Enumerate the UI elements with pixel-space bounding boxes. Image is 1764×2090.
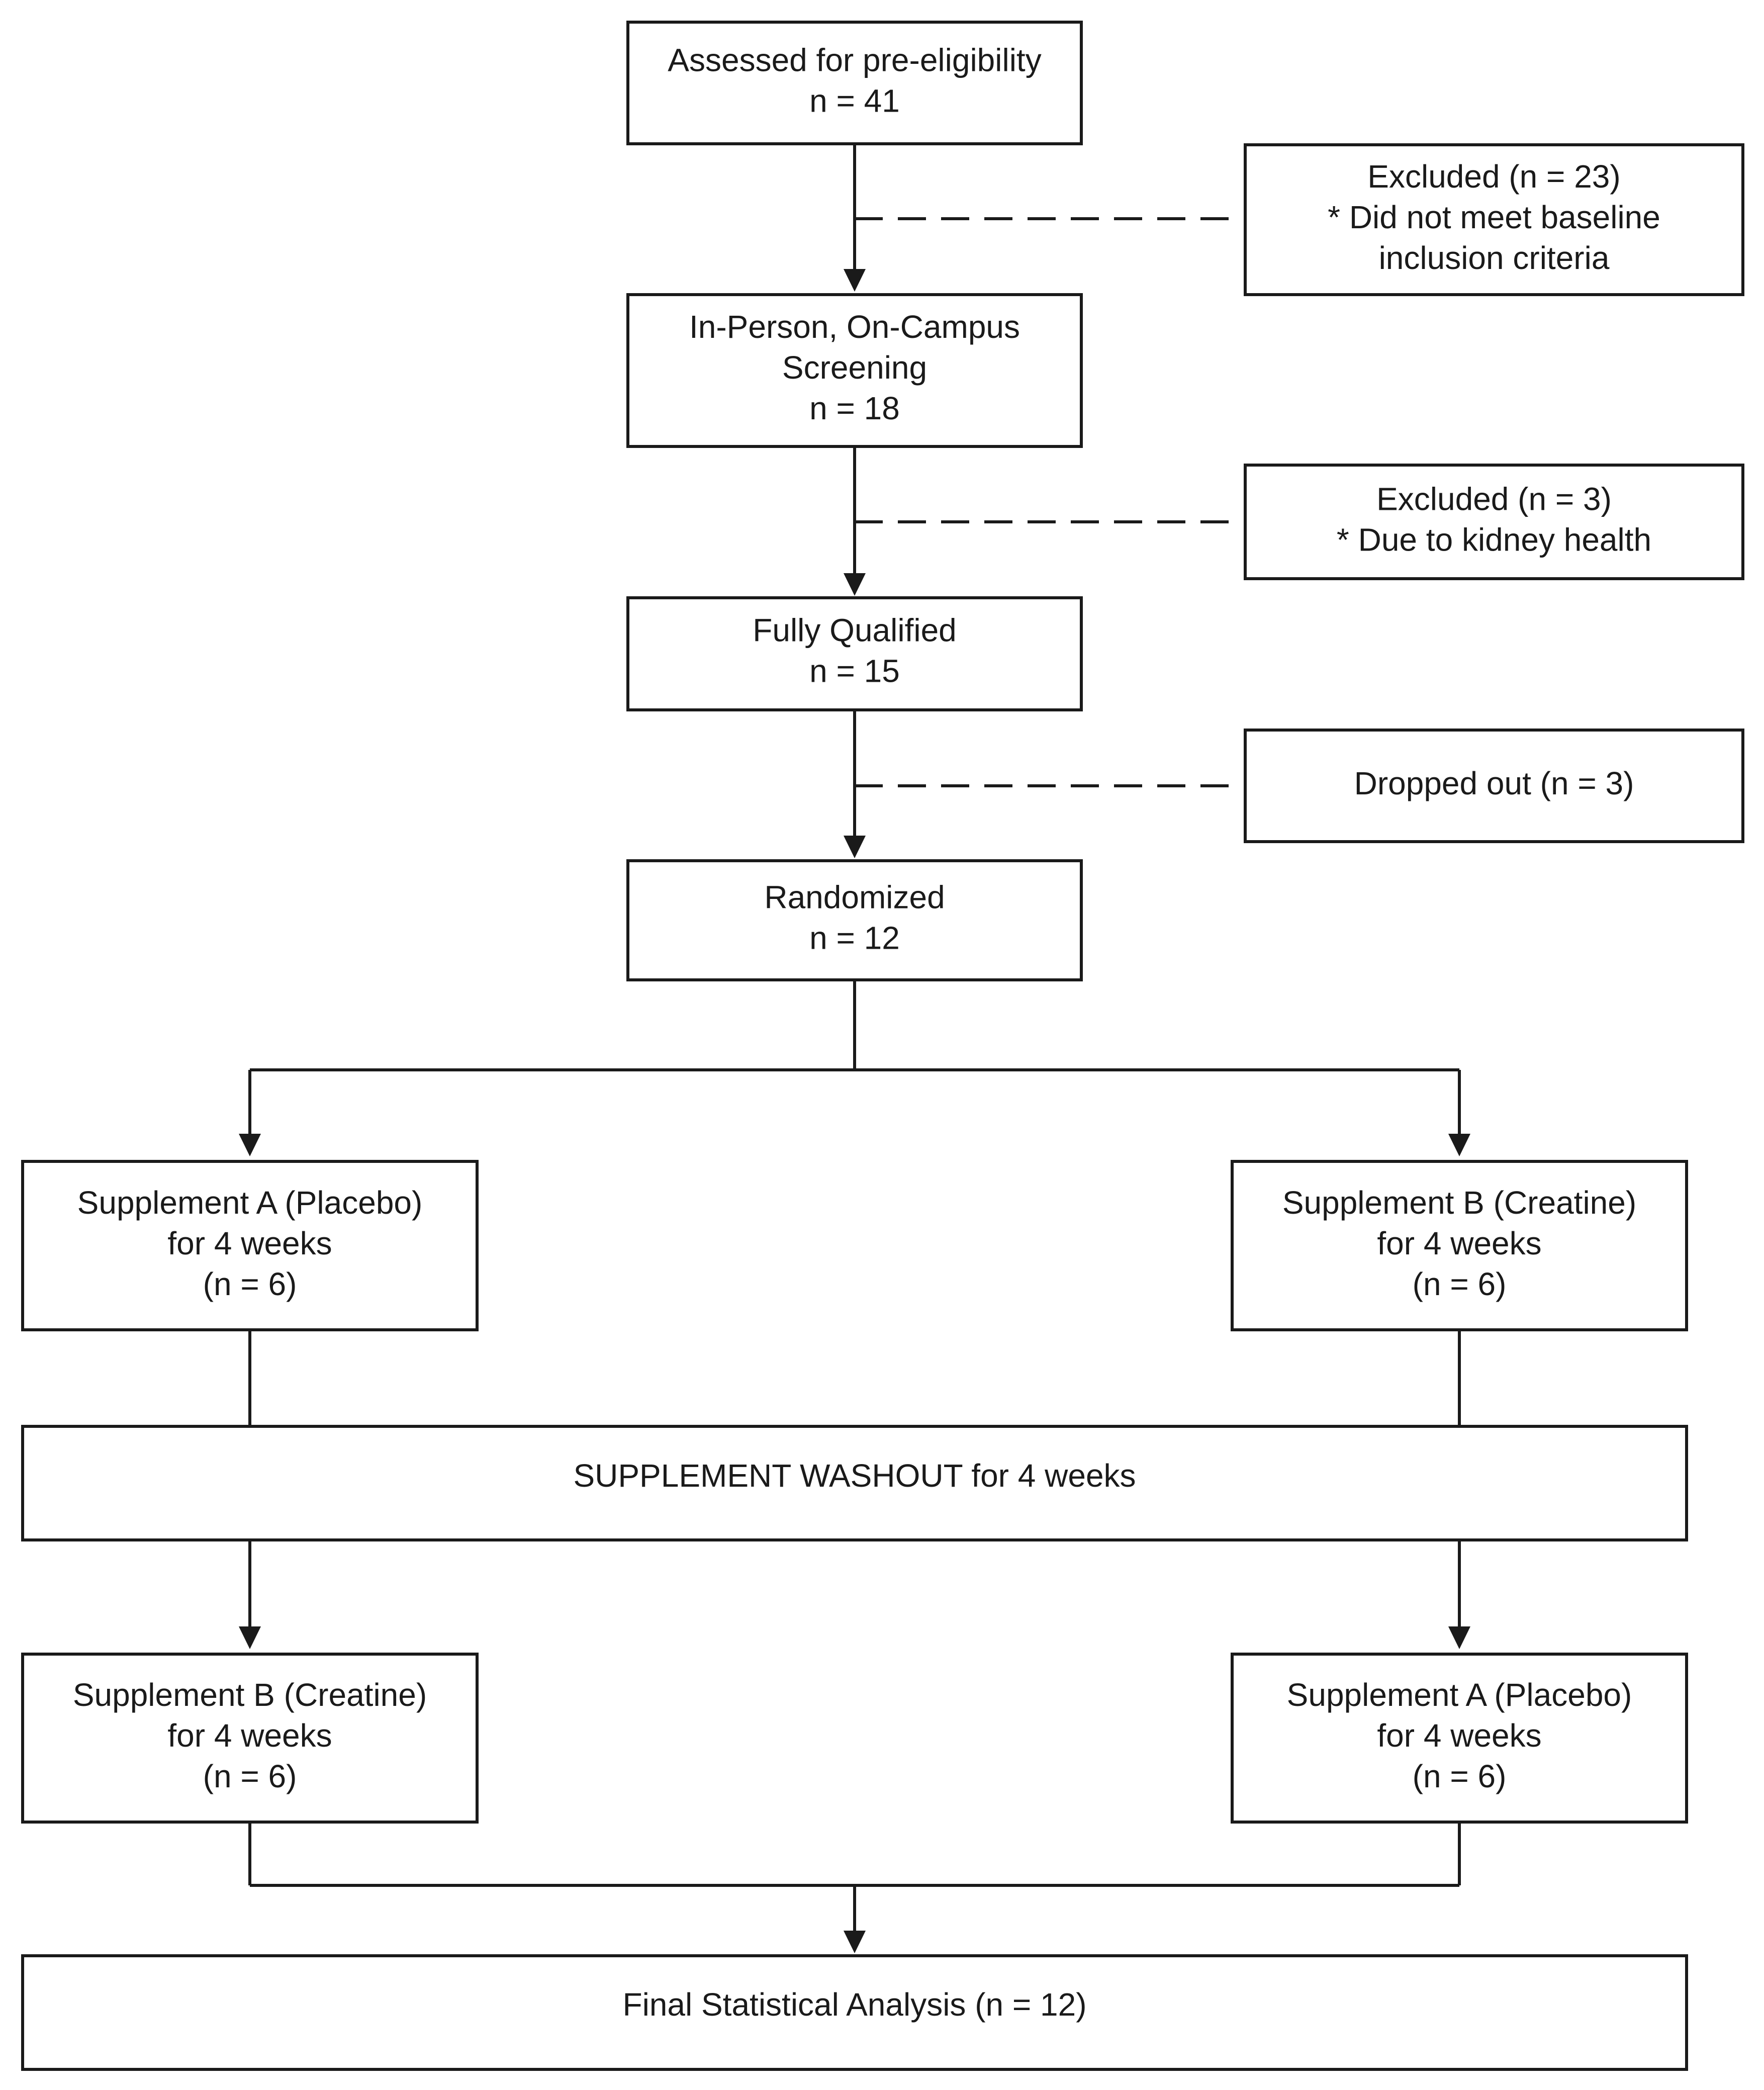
arrow-into-qualified <box>844 573 866 596</box>
arrow-into-final-analysis <box>844 1931 866 1953</box>
box-right-phase2-text-line-1: Supplement A (Placebo) <box>1287 1677 1632 1713</box>
box-fully-qualified: Fully Qualified n = 15 <box>626 596 1083 711</box>
box-pre-eligibility-text-line-2: n = 41 <box>809 82 900 119</box>
box-pre-eligibility-text-line-1: Assessed for pre-eligibility <box>668 42 1041 78</box>
box-pre-eligibility-border <box>626 21 1083 145</box>
arrow-into-randomized <box>844 836 866 858</box>
box-washout-text-line-1: SUPPLEMENT WASHOUT for 4 weeks <box>573 1458 1136 1494</box>
box-pre-eligibility: Assessed for pre-eligibility n = 41 <box>626 21 1083 145</box>
box-excluded-kidney-border <box>1244 464 1744 580</box>
box-right-phase1-border <box>1231 1160 1688 1331</box>
box-randomized: Randomized n = 12 <box>626 859 1083 981</box>
box-washout-border <box>21 1425 1688 1541</box>
box-excluded-baseline-text-line-1: Excluded (n = 23) <box>1367 158 1620 195</box>
box-washout: SUPPLEMENT WASHOUT for 4 weeks <box>21 1425 1688 1541</box>
box-right-phase2-border <box>1231 1653 1688 1824</box>
box-right-phase1: Supplement B (Creatine) for 4 weeks (n = 6… <box>1231 1160 1688 1331</box>
box-final-analysis: Final Statistical Analysis (n = 12) <box>21 1954 1688 2071</box>
box-excluded-kidney: Excluded (n = 3) * Due to kidney health <box>1244 464 1744 580</box>
arrow-into-left-phase1 <box>239 1134 261 1156</box>
box-right-phase1-text-line-2: for 4 weeks <box>1377 1225 1541 1261</box>
box-excluded-baseline-text-line-3: inclusion criteria <box>1379 240 1610 276</box>
box-dropped-out: Dropped out (n = 3) <box>1244 729 1744 843</box>
box-left-phase1-text-line-1: Supplement A (Placebo) <box>77 1185 423 1221</box>
box-randomized-text-line-1: Randomized <box>764 879 945 915</box>
arrow-into-screening <box>844 269 866 292</box>
box-fully-qualified-text-line-1: Fully Qualified <box>753 612 957 648</box>
box-right-phase2-text-line-3: (n = 6) <box>1413 1758 1507 1794</box>
box-excluded-kidney-text-line-1: Excluded (n = 3) <box>1376 481 1612 517</box>
box-screening-text-line-2: Screening <box>782 349 927 386</box>
box-right-phase1-text-line-1: Supplement B (Creatine) <box>1282 1185 1636 1221</box>
box-left-phase2-text-line-3: (n = 6) <box>203 1758 297 1794</box>
box-left-phase1-text-line-2: for 4 weeks <box>167 1225 332 1261</box>
box-left-phase2-text-line-2: for 4 weeks <box>167 1717 332 1754</box>
box-excluded-baseline-border <box>1244 143 1744 296</box>
box-right-phase2-text-line-2: for 4 weeks <box>1377 1717 1541 1754</box>
box-fully-qualified-border <box>626 596 1083 711</box>
box-excluded-baseline-text-line-2: * Did not meet baseline <box>1328 199 1660 235</box>
arrow-into-right-phase2 <box>1448 1626 1470 1649</box>
box-left-phase2: Supplement B (Creatine) for 4 weeks (n = 6… <box>21 1653 479 1824</box>
box-left-phase1-text-line-3: (n = 6) <box>203 1266 297 1302</box>
box-fully-qualified-text-line-2: n = 15 <box>809 653 900 689</box>
box-randomized-border <box>626 859 1083 981</box>
connectors <box>239 144 1470 1953</box>
box-left-phase1-border <box>21 1160 479 1331</box>
box-screening-border <box>626 293 1083 448</box>
box-screening-text-line-3: n = 18 <box>809 390 900 426</box>
box-left-phase1: Supplement A (Placebo) for 4 weeks (n = 6) <box>21 1160 479 1331</box>
box-left-phase2-text-line-1: Supplement B (Creatine) <box>73 1677 427 1713</box>
arrow-into-left-phase2 <box>239 1626 261 1649</box>
box-dropped-out-text-line-1: Dropped out (n = 3) <box>1354 765 1634 801</box>
box-left-phase2-border <box>21 1653 479 1824</box>
box-final-analysis-border <box>21 1954 1688 2071</box>
box-dropped-out-border <box>1244 729 1744 843</box>
box-excluded-kidney-text-line-2: * Due to kidney health <box>1337 521 1651 558</box>
box-excluded-baseline: Excluded (n = 23) * Did not meet baseline… <box>1244 143 1744 296</box>
box-randomized-text-line-2: n = 12 <box>809 920 900 956</box>
box-screening-text-line-1: In-Person, On-Campus <box>689 309 1020 345</box>
box-final-analysis-text-line-1: Final Statistical Analysis (n = 12) <box>622 1986 1086 2023</box>
arrow-into-right-phase1 <box>1448 1134 1470 1156</box>
box-right-phase1-text-line-3: (n = 6) <box>1413 1266 1507 1302</box>
box-right-phase2: Supplement A (Placebo) for 4 weeks (n = 6) <box>1231 1653 1688 1824</box>
